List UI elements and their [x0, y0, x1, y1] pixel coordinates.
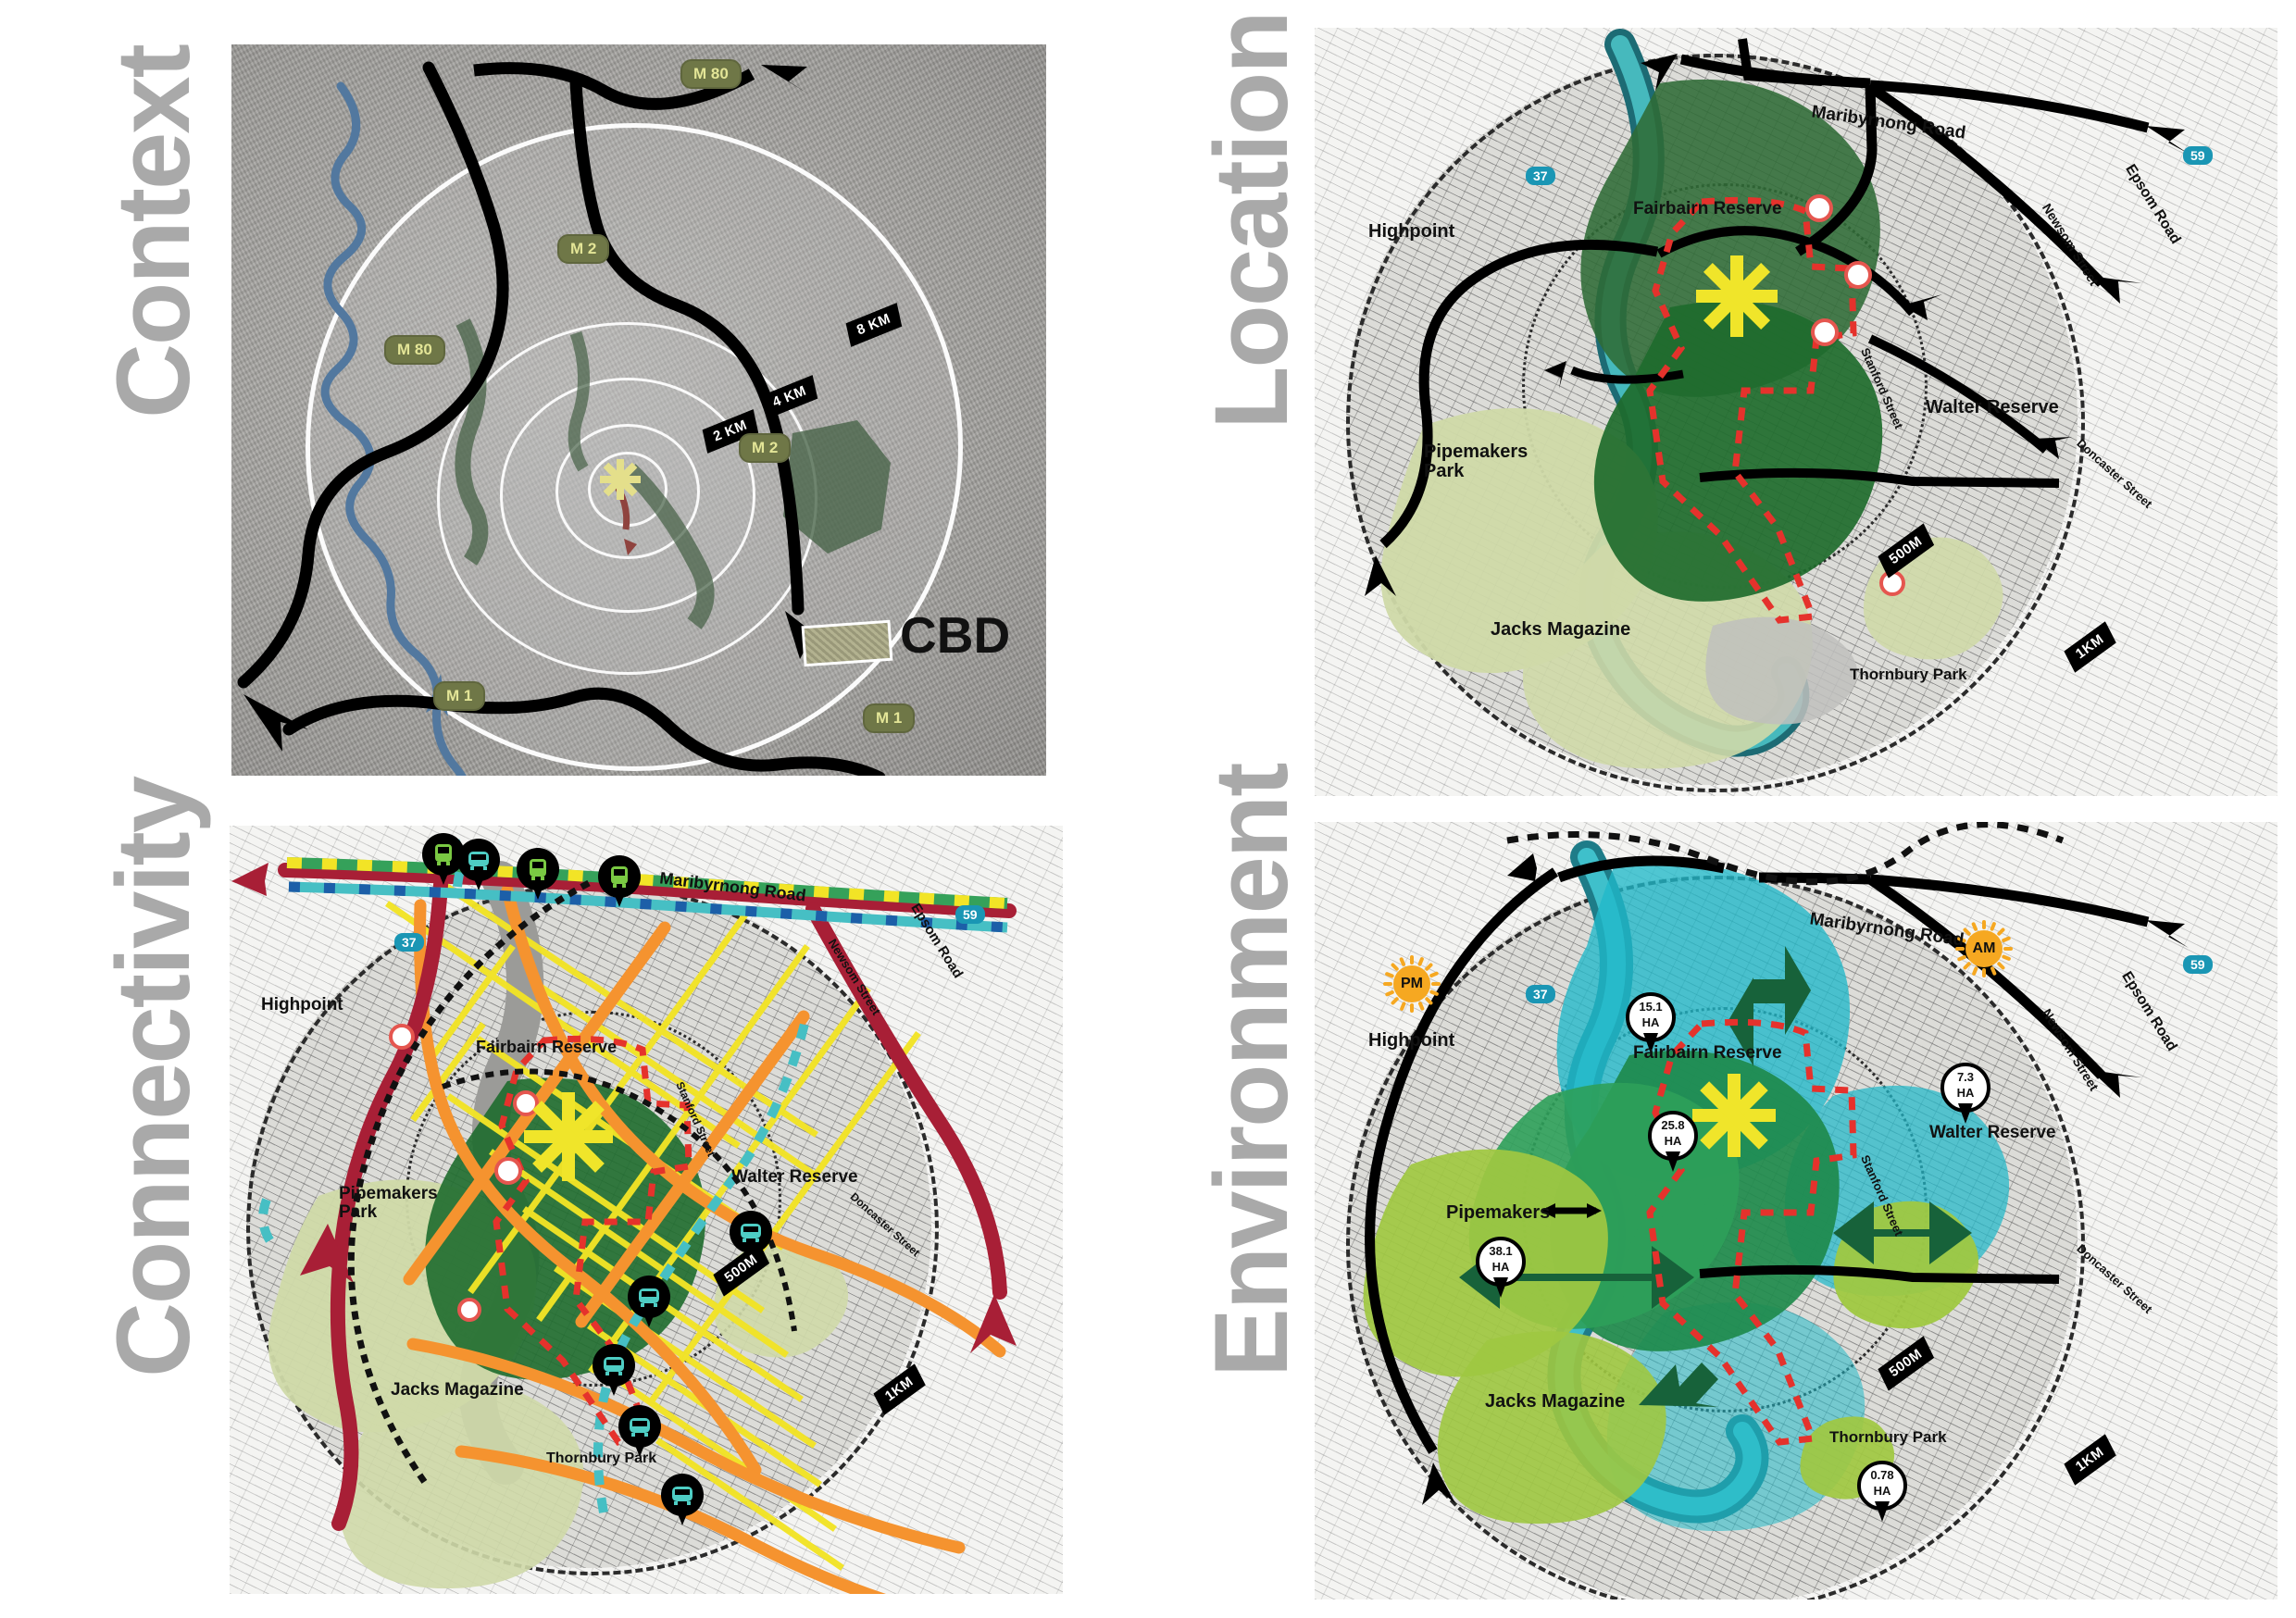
access-node-3: [1811, 318, 1839, 346]
panel-connectivity: Connectivity: [0, 777, 1148, 1618]
access-node-2: [1844, 261, 1872, 289]
transit-stop-bus-icon-4[interactable]: [593, 1344, 635, 1398]
panel-title-environment: Environment: [1193, 764, 1309, 1377]
place-label-walter-reserve: Walter Reserve: [1926, 397, 2059, 417]
bus-route-37: 37: [1526, 985, 1555, 1003]
place-label-fairbairn-reserve: Fairbairn Reserve: [476, 1038, 618, 1056]
access-node-1: [389, 1024, 415, 1050]
panel-location: Location: [1148, 0, 2296, 809]
motorway-marker-m1-east: M 1: [863, 703, 916, 733]
area-marker-0-78ha: 0.78 HA: [1857, 1461, 1907, 1522]
area-marker-unit-4: HA: [1491, 1260, 1510, 1274]
place-label-jacks-magazine: Jacks Magazine: [1485, 1391, 1626, 1412]
area-marker-value-3: 7.3: [1956, 1070, 1975, 1084]
cbd-label: CBD: [900, 606, 1011, 664]
location-vectors: [1365, 29, 2189, 769]
place-label-walter-reserve: Walter Reserve: [731, 1167, 858, 1187]
area-marker-unit-2: HA: [1664, 1134, 1682, 1148]
place-label-pipemakers-park: Pipemakers Park: [1424, 442, 1529, 482]
sun-marker-am-icon: AM: [1955, 920, 2013, 977]
area-marker-value-1: 15.1: [1639, 1000, 1663, 1014]
place-label-pipemakers-park: Pipemakers Park: [339, 1184, 438, 1223]
motorway-marker-m80-north: M 80: [680, 59, 742, 89]
sun-label-pm: PM: [1393, 965, 1430, 1002]
place-label-thornbury-park: Thornbury Park: [546, 1450, 657, 1466]
area-marker-7-3ha: 7.3 HA: [1940, 1063, 1990, 1124]
place-label-thornbury-park: Thornbury Park: [1829, 1428, 1947, 1446]
transit-stop-bus-icon-1[interactable]: [457, 839, 500, 892]
cbd-footprint: [801, 619, 893, 667]
bus-route-37: 37: [394, 933, 424, 952]
place-label-highpoint: Highpoint: [1368, 221, 1455, 242]
access-node-3: [494, 1157, 522, 1185]
place-label-highpoint: Highpoint: [1368, 1030, 1455, 1051]
site-star-icon: [524, 1092, 613, 1181]
bus-route-37: 37: [1526, 167, 1555, 185]
place-label-highpoint: Highpoint: [261, 995, 343, 1014]
connectivity-vectors: [231, 839, 1017, 1594]
panel-title-connectivity: Connectivity: [95, 777, 211, 1377]
access-node-4: [457, 1298, 481, 1322]
site-star-icon: [600, 459, 641, 500]
panel-title-context: Context: [95, 45, 211, 418]
access-node-1: [1805, 194, 1833, 222]
radius-ring-1km: [1346, 54, 2085, 792]
area-marker-15-1ha: 15.1 HA: [1626, 992, 1676, 1053]
motorway-marker-m2-east: M 2: [739, 433, 792, 463]
transit-stop-bus-icon-6[interactable]: [661, 1474, 704, 1527]
motorway-marker-m1-west: M 1: [433, 681, 486, 711]
bus-route-59: 59: [2183, 146, 2213, 165]
transit-stop-bus-icon-3[interactable]: [628, 1276, 670, 1329]
site-star-icon: [1696, 255, 1778, 337]
area-marker-value-5: 0.78: [1870, 1468, 1894, 1482]
place-label-walter-reserve: Walter Reserve: [1929, 1123, 2056, 1142]
location-map[interactable]: Highpoint Fairbairn Reserve Walter Reser…: [1315, 28, 2277, 796]
motorway-marker-m2-north: M 2: [557, 234, 610, 264]
area-marker-25-8ha: 25.8 HA: [1648, 1111, 1698, 1172]
sun-marker-pm-icon: PM: [1383, 955, 1441, 1013]
bus-route-59: 59: [955, 905, 985, 924]
context-map[interactable]: CBD 2 KM 4 KM 8 KM M 80 M 80 M 2 M 2 M 1…: [231, 44, 1046, 776]
transit-stop-bus-icon-5[interactable]: [618, 1405, 661, 1459]
transit-stop-tram-icon-3[interactable]: [598, 855, 641, 909]
place-label-jacks-magazine: Jacks Magazine: [1491, 619, 1631, 640]
place-label-pipemakers: Pipemakers: [1446, 1202, 1551, 1223]
sun-label-am: AM: [1965, 930, 2003, 967]
area-marker-unit-1: HA: [1641, 1015, 1660, 1029]
site-star-icon: [1692, 1074, 1776, 1157]
area-marker-unit-5: HA: [1873, 1484, 1891, 1498]
place-label-fairbairn-reserve: Fairbairn Reserve: [1633, 1043, 1782, 1063]
area-marker-unit-3: HA: [1956, 1086, 1975, 1100]
access-node-2: [513, 1090, 539, 1116]
panel-context: Context: [0, 0, 1148, 809]
motorway-marker-m80-west: M 80: [384, 335, 445, 365]
context-vectors: [237, 61, 891, 776]
connectivity-map[interactable]: Highpoint Fairbairn Reserve Walter Reser…: [230, 826, 1063, 1594]
area-marker-38-1ha: 38.1 HA: [1476, 1237, 1526, 1298]
place-label-fairbairn-reserve: Fairbairn Reserve: [1633, 199, 1782, 218]
transit-stop-tram-icon-2[interactable]: [517, 848, 559, 902]
panel-environment: Environment: [1148, 764, 2296, 1618]
place-label-thornbury-park: Thornbury Park: [1850, 666, 1967, 683]
place-label-jacks-magazine: Jacks Magazine: [391, 1380, 524, 1400]
bus-route-59: 59: [2183, 955, 2213, 974]
area-marker-value-4: 38.1: [1489, 1244, 1513, 1258]
panel-title-location: Location: [1193, 12, 1309, 429]
area-marker-value-2: 25.8: [1661, 1118, 1685, 1132]
environment-map[interactable]: PM AM 15.1 HA 25.8 HA 7.3: [1315, 822, 2277, 1599]
